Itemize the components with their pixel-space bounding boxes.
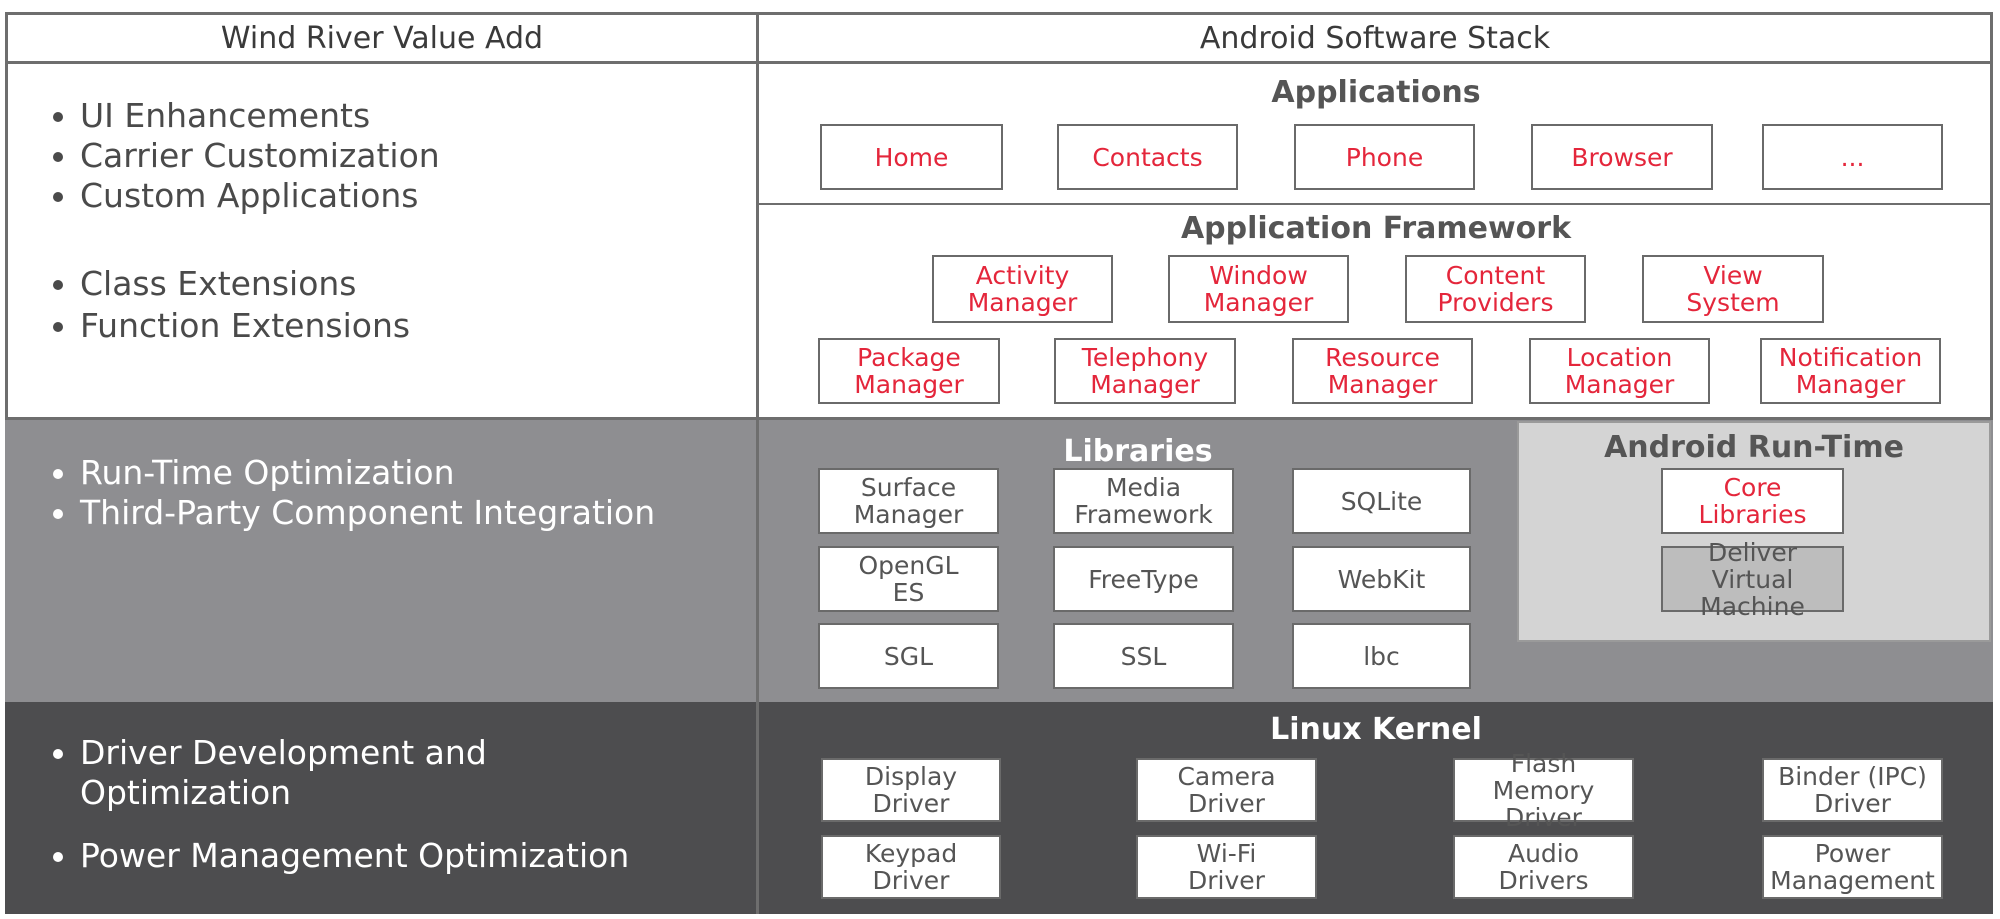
value-add-item: Carrier Customization [80,136,440,176]
value-add-item: Driver Development and Optimization [80,733,640,813]
app-home: Home [820,124,1003,190]
apps-framework-divider [759,203,1993,205]
framework-content-providers: Content Providers [1405,255,1586,323]
kernel-audio-drivers: Audio Drivers [1453,835,1634,899]
app-more: ... [1762,124,1943,190]
framework-package-manager: Package Manager [818,338,1000,404]
framework-title: Application Framework [1180,211,1572,246]
value-add-item: Power Management Optimization [80,836,629,876]
framework-activity-manager: Activity Manager [932,255,1113,323]
kernel-keypad-driver: Keypad Driver [821,835,1001,899]
column-divider [756,12,759,914]
runtime-core-libraries: Core Libraries [1661,468,1844,534]
value-add-ui-list: UI Enhancements Carrier Customization Cu… [45,96,440,216]
kernel-wifi-driver: Wi-Fi Driver [1136,835,1317,899]
app-contacts: Contacts [1057,124,1238,190]
value-add-item: Third-Party Component Integration [80,493,655,533]
libraries-section: Libraries [759,434,1517,474]
value-add-item: Custom Applications [80,176,440,216]
header-wind-river: Wind River Value Add [220,20,544,56]
value-add-power-list: Power Management Optimization [45,836,629,876]
lib-sqlite: SQLite [1292,468,1471,534]
lib-sgl: SGL [818,623,999,689]
kernel-flash-memory-driver: Flash Memory Driver [1453,750,1634,831]
lib-media-framework: Media Framework [1053,468,1234,534]
lib-surface-manager: Surface Manager [818,468,999,534]
value-add-item: Function Extensions [80,306,410,346]
lib-webkit: WebKit [1292,546,1471,612]
lib-opengl-es: OpenGL ES [818,546,999,612]
app-phone: Phone [1294,124,1475,190]
kernel-display-driver: Display Driver [821,758,1001,822]
framework-telephony-manager: Telephony Manager [1054,338,1236,404]
value-add-driver-list: Driver Development and Optimization [45,733,640,813]
kernel-section: Linux Kernel [759,712,1993,752]
lib-ssl: SSL [1053,623,1234,689]
header-row [5,12,1993,64]
framework-location-manager: Location Manager [1529,338,1710,404]
kernel-power-management: Power Management [1762,835,1943,899]
runtime-section: Android Run-Time [1517,430,1991,470]
value-add-item: UI Enhancements [80,96,440,136]
kernel-camera-driver: Camera Driver [1136,758,1317,822]
value-add-extensions-list: Class Extensions Function Extensions [45,264,410,346]
lib-lbc: lbc [1292,623,1471,689]
value-add-item: Class Extensions [80,264,410,304]
framework-window-manager: Window Manager [1168,255,1349,323]
value-add-runtime-list: Run-Time Optimization Third-Party Compon… [45,453,655,533]
framework-notification-manager: Notification Manager [1760,338,1941,404]
kernel-binder-driver: Binder (IPC) Driver [1762,758,1943,822]
value-add-item: Run-Time Optimization [80,453,655,493]
framework-view-system: View System [1642,255,1824,323]
app-browser: Browser [1531,124,1713,190]
kernel-title: Linux Kernel [1270,712,1482,747]
applications-title: Applications [1271,75,1481,110]
framework-resource-manager: Resource Manager [1292,338,1473,404]
lib-freetype: FreeType [1053,546,1234,612]
applications-section: Applications [759,75,1993,115]
runtime-title: Android Run-Time [1604,430,1904,465]
runtime-virtual-machine: Deliver Virtual Machine [1661,539,1844,620]
framework-section: Application Framework [759,211,1993,251]
header-android-stack: Android Software Stack [1199,20,1551,56]
libraries-title: Libraries [1063,434,1213,469]
